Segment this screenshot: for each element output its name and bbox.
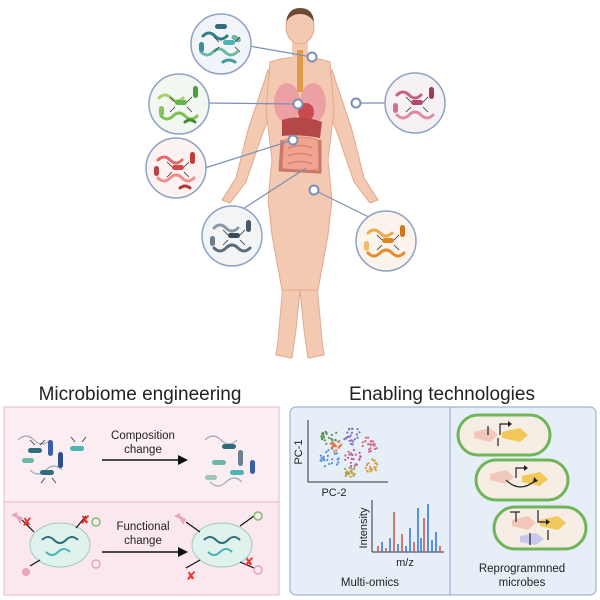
right-section-title: Enabling technologies — [349, 384, 535, 405]
composition-label-line1: Composition — [111, 430, 175, 442]
human-body — [221, 8, 379, 359]
left-section-title: Microbiome engineering — [39, 384, 242, 405]
reprogrammed-microbe-3 — [492, 505, 588, 551]
svg-text:✘: ✘ — [186, 569, 196, 583]
enabling-technologies-panel: PC-1 PC-2 Intensity m/z Multi-omics — [289, 406, 597, 596]
multiomics-caption: Multi-omics — [341, 577, 399, 589]
microbiome-engineering-panel: Composition change ✘ ✘ — [3, 406, 280, 596]
svg-text:✘: ✘ — [80, 513, 90, 527]
mass-spectrum-plot: Intensity m/z — [358, 500, 444, 569]
functional-before-cell: ✘ ✘ — [11, 512, 101, 576]
body-site-markers — [287, 51, 362, 196]
spectrum-xlabel: m/z — [396, 557, 414, 569]
microbe-circle-lung — [148, 73, 210, 135]
spectrum-ylabel: Intensity — [358, 507, 370, 548]
composition-after-cluster — [204, 435, 255, 487]
functional-after-cell: ✘ ✘ — [174, 511, 263, 583]
reprogrammed-caption-line1: Reprogrammned — [479, 563, 565, 575]
svg-text:✘: ✘ — [22, 515, 32, 529]
microbe-circle-skin — [384, 72, 446, 134]
pca-scatter-plot: PC-1 PC-2 — [293, 420, 388, 499]
reprogrammed-microbe-2 — [474, 458, 570, 502]
svg-text:✘: ✘ — [244, 555, 254, 569]
reprogrammed-caption-line2: microbes — [499, 577, 546, 589]
pca-ylabel: PC-1 — [293, 439, 305, 464]
functional-label-line2: change — [124, 535, 162, 547]
hair — [286, 8, 314, 22]
functional-label-line1: Functional — [116, 521, 169, 533]
microbe-circle-oral — [190, 13, 252, 75]
microbe-circle-urogenital — [355, 210, 417, 272]
microbe-circle-gut — [145, 137, 207, 199]
composition-before-cluster — [17, 435, 87, 484]
reprogrammed-microbe-1 — [456, 413, 552, 457]
composition-label-line2: change — [124, 444, 162, 456]
pca-xlabel: PC-2 — [321, 487, 346, 499]
microbe-circle-lower-gut — [201, 205, 263, 267]
